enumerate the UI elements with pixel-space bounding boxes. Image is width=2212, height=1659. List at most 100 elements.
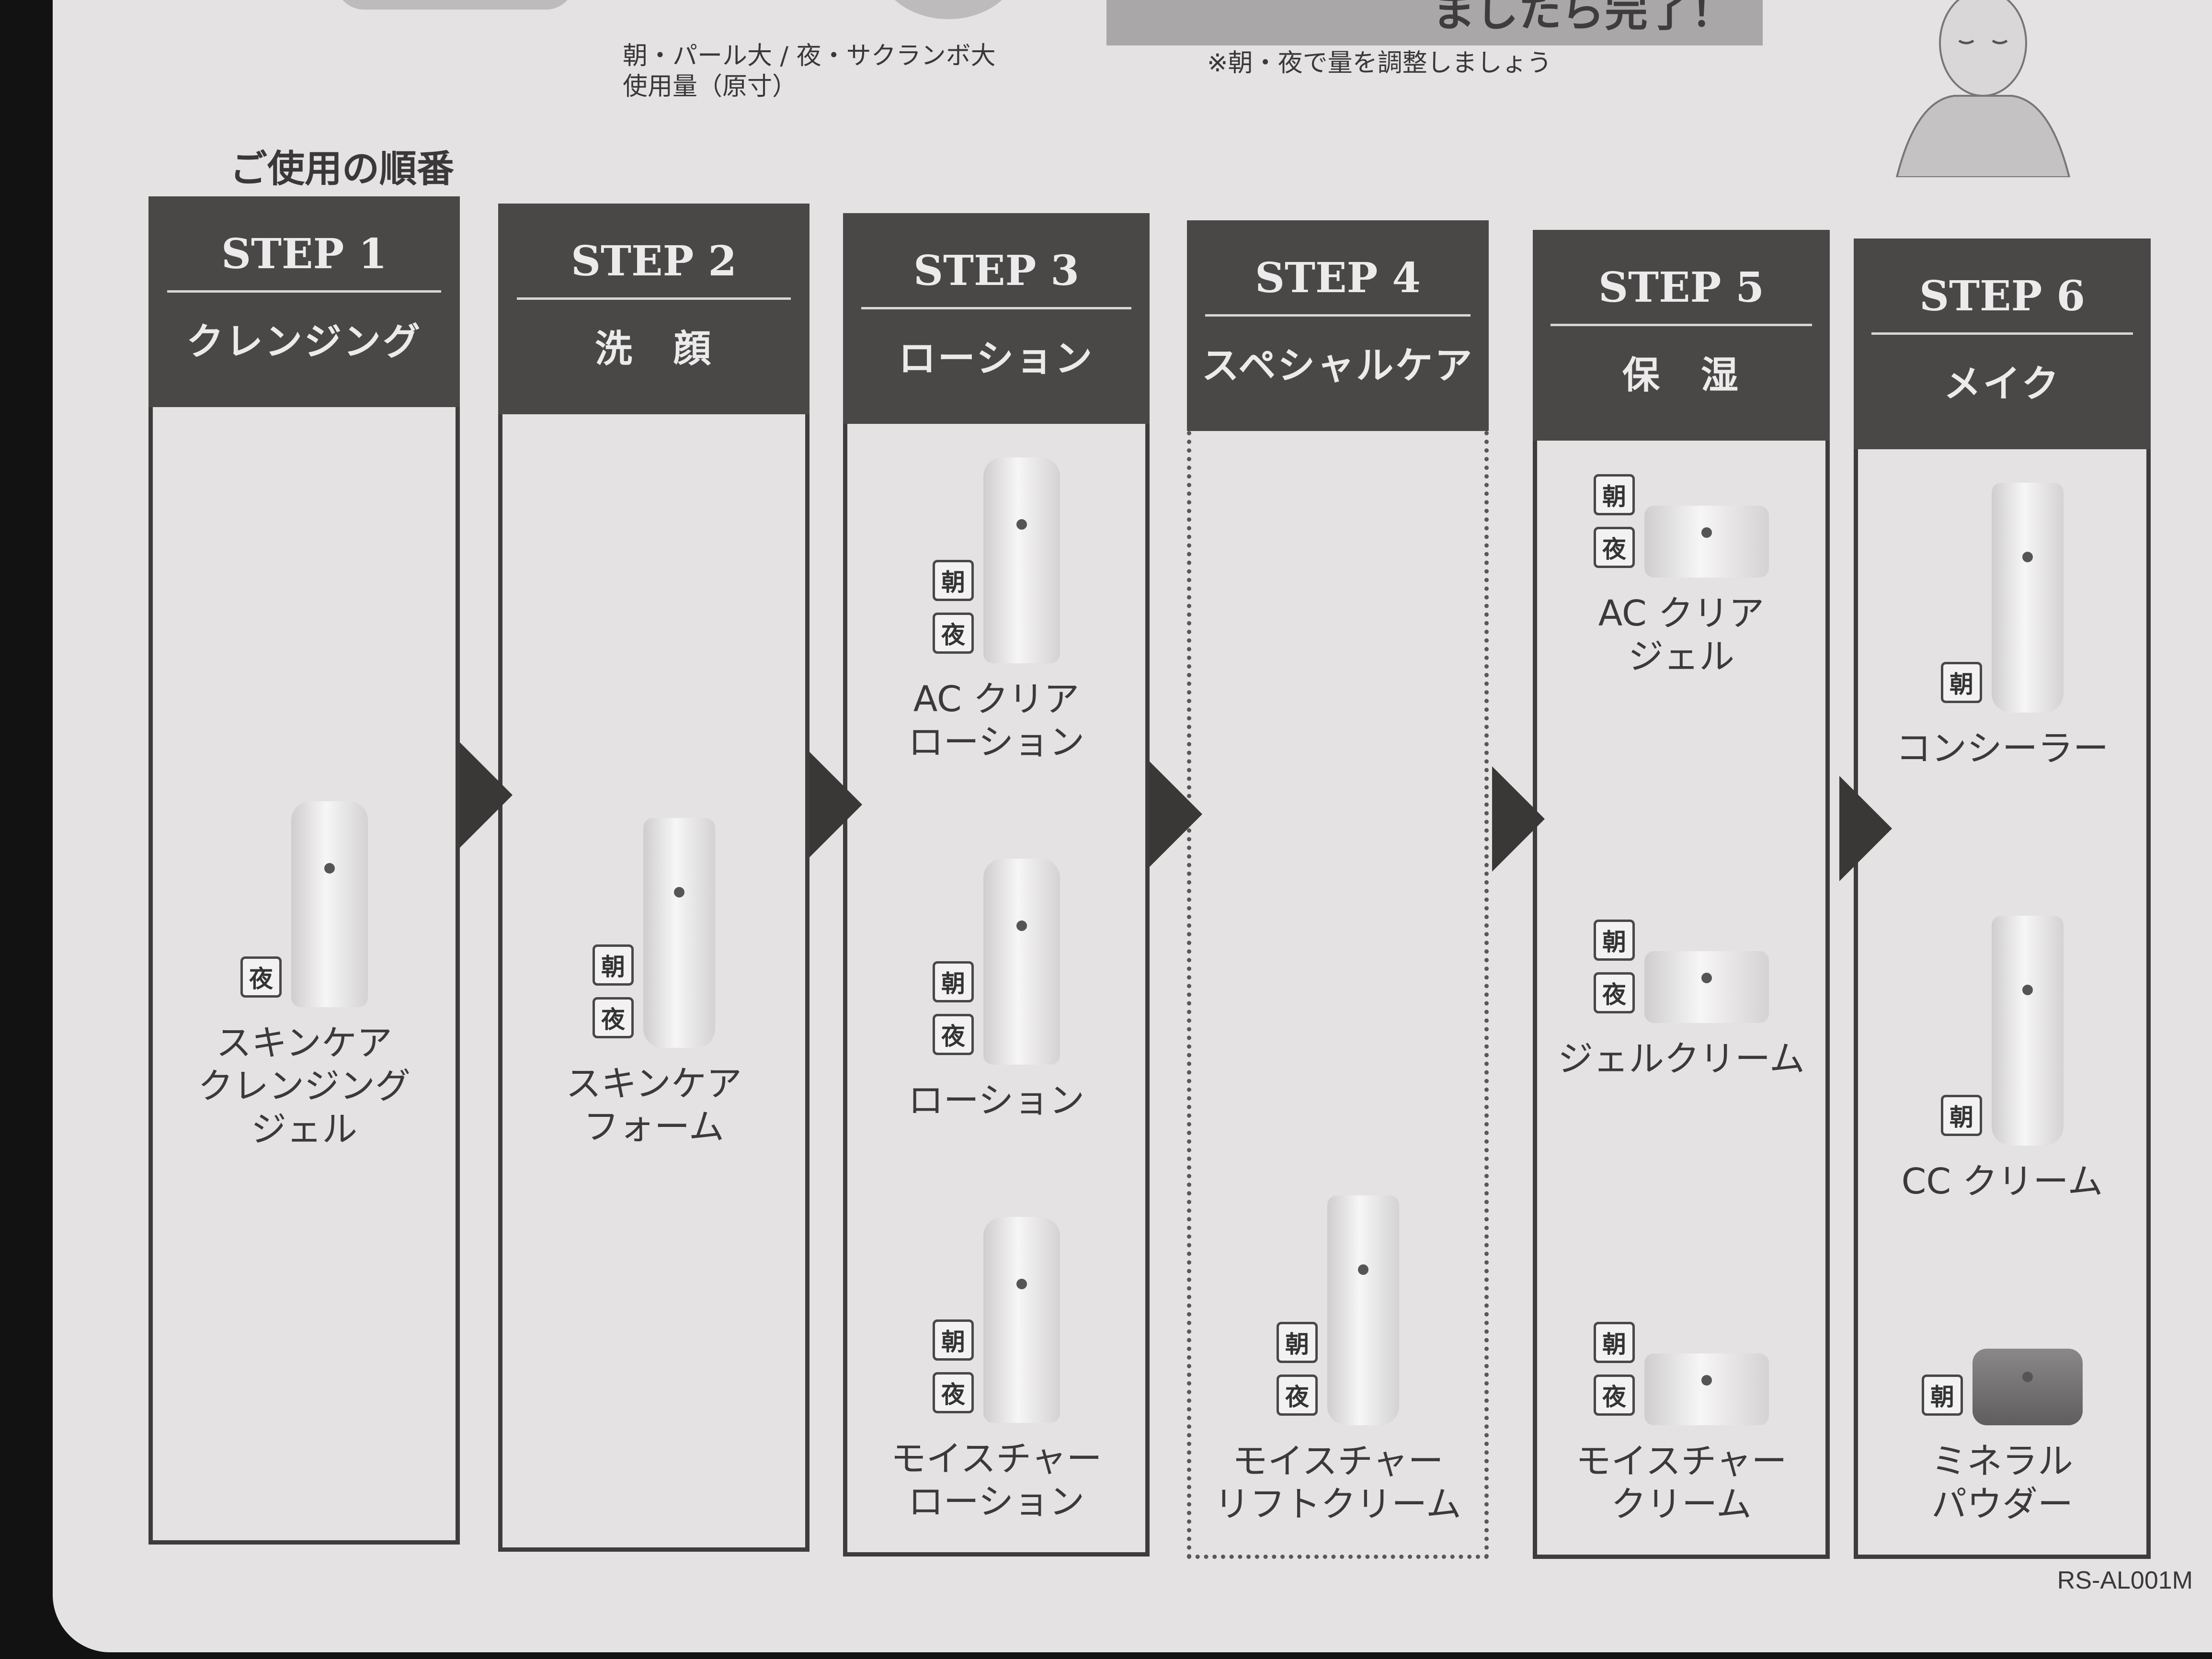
step-number: STEP 3 <box>913 247 1080 295</box>
night-badge: 夜 <box>593 997 634 1038</box>
time-badges: 朝夜 <box>933 560 974 654</box>
step-header: STEP 5 保 湿 <box>1533 230 1830 441</box>
step-body: 朝夜 スキンケア フォーム <box>498 414 810 1552</box>
step-label: 洗 顔 <box>594 327 713 371</box>
step-header: STEP 1 クレンジング <box>148 196 460 407</box>
step-number: STEP 1 <box>221 230 388 278</box>
morning-badge: 朝 <box>933 560 974 601</box>
product-item: 朝 コンシーラー <box>1896 483 2109 770</box>
divider <box>1551 324 1812 326</box>
step-label: ローション <box>898 337 1095 380</box>
time-badges: 朝夜 <box>1594 920 1635 1013</box>
product-name: CC クリーム <box>1901 1161 2103 1202</box>
product-item: 朝夜 ローション <box>908 859 1085 1122</box>
product-visual: 朝夜 <box>1593 1322 1769 1425</box>
product-item: 朝夜 モイスチャー クリーム <box>1575 1322 1787 1526</box>
morning-badge: 朝 <box>1922 1375 1963 1416</box>
divider <box>517 297 791 300</box>
product-bottle-image <box>291 801 368 1007</box>
product-visual: 朝 <box>1922 1349 2083 1425</box>
step-body: 夜 スキンケア クレンジング ジェル <box>148 407 460 1545</box>
product-item: 朝夜 モイスチャー ローション <box>890 1217 1102 1523</box>
morning-badge: 朝 <box>933 961 974 1002</box>
product-name: ミネラル パウダー <box>1931 1441 2073 1525</box>
time-badges: 朝夜 <box>932 1319 974 1413</box>
morning-badge: 朝 <box>1593 1322 1635 1363</box>
morning-badge: 朝 <box>1941 1095 1982 1136</box>
night-badge: 夜 <box>933 1014 974 1055</box>
product-jar-image <box>1644 506 1769 578</box>
product-bottle-image <box>983 859 1060 1065</box>
step-number: STEP 5 <box>1598 263 1765 312</box>
step-number: STEP 2 <box>570 237 737 285</box>
morning-badge: 朝 <box>1941 662 1982 703</box>
product-visual: 朝夜 <box>1594 920 1769 1023</box>
step-header: STEP 2 洗 顔 <box>498 204 810 414</box>
night-badge: 夜 <box>1594 527 1635 568</box>
product-visual: 朝夜 <box>1277 1195 1399 1425</box>
product-visual: 朝 <box>1941 916 2064 1146</box>
arrow-icon <box>1150 761 1202 867</box>
product-item: 朝 ミネラル パウダー <box>1922 1349 2083 1526</box>
night-badge: 夜 <box>1593 1375 1635 1416</box>
time-badges: 朝夜 <box>1594 474 1635 568</box>
step-header: STEP 6 メイク <box>1854 239 2151 449</box>
time-badges: 朝夜 <box>1593 1322 1635 1416</box>
arrow-icon <box>460 742 513 848</box>
product-visual: 朝夜 <box>933 859 1060 1065</box>
product-name: スキンケア フォーム <box>566 1063 742 1148</box>
instruction-banner: ましたら完了！ <box>1106 0 1763 45</box>
morning-badge: 朝 <box>1594 474 1635 515</box>
step-column: STEP 6 メイク 朝 コンシーラー朝 CC クリーム朝 ミネラル パウダー <box>1854 239 2151 1559</box>
product-item: 朝夜 モイスチャー リフトクリーム <box>1214 1195 1461 1526</box>
product-visual: 朝夜 <box>932 1217 1060 1423</box>
morning-badge: 朝 <box>593 944 634 986</box>
step-body: 朝夜 AC クリア ジェル朝夜 ジェルクリーム朝夜 モイスチャー クリーム <box>1533 441 1830 1559</box>
product-name: AC クリア ジェル <box>1598 593 1765 677</box>
product-name: AC クリア ローション <box>908 679 1085 763</box>
adjust-note: ※朝・夜で量を調整しましょう <box>1207 49 1552 78</box>
divider <box>861 307 1131 309</box>
step-label: 保 湿 <box>1622 353 1740 397</box>
step-label: メイク <box>1943 362 2061 406</box>
morning-badge: 朝 <box>1594 920 1635 961</box>
night-badge: 夜 <box>933 613 974 654</box>
usage-note-line2: 使用量（原寸） <box>623 72 798 101</box>
step-label: スペシャルケア <box>1201 344 1474 387</box>
time-badges: 朝夜 <box>933 961 974 1055</box>
product-jar-image <box>1644 1353 1769 1425</box>
product-powder-image <box>1973 1349 2083 1425</box>
product-sample-image <box>335 0 575 10</box>
product-visual: 朝 <box>1941 483 2064 713</box>
divider <box>167 290 441 293</box>
step-label: クレンジング <box>186 320 422 364</box>
step-column: STEP 4 スペシャルケア 朝夜 モイスチャー リフトクリーム <box>1187 220 1489 1559</box>
step-column: STEP 1 クレンジング 夜 スキンケア クレンジング ジェル <box>148 196 460 1545</box>
step-header: STEP 4 スペシャルケア <box>1187 220 1489 431</box>
product-tube-image <box>1327 1195 1399 1425</box>
product-bottle-image <box>983 1217 1060 1423</box>
product-jar-image <box>1644 951 1769 1023</box>
night-badge: 夜 <box>932 1372 974 1413</box>
night-badge: 夜 <box>240 956 282 998</box>
time-badges: 夜 <box>240 956 282 998</box>
product-visual: 朝夜 <box>593 818 715 1048</box>
divider <box>1205 314 1471 317</box>
step-number: STEP 6 <box>1919 272 2086 320</box>
product-item: 朝夜 スキンケア フォーム <box>566 818 742 1148</box>
step-body: 朝 コンシーラー朝 CC クリーム朝 ミネラル パウダー <box>1854 449 2151 1559</box>
time-badges: 朝夜 <box>593 944 634 1038</box>
product-visual: 朝夜 <box>1594 474 1769 578</box>
product-item: 夜 スキンケア クレンジング ジェル <box>198 801 410 1151</box>
step-column: STEP 2 洗 顔 朝夜 スキンケア フォーム <box>498 204 810 1552</box>
time-badges: 朝 <box>1922 1375 1963 1416</box>
product-item: 朝夜 AC クリア ジェル <box>1594 474 1769 678</box>
usage-amount-note: 朝・パール大 / 夜・サクランボ大 使用量（原寸） <box>623 41 996 102</box>
time-badges: 朝夜 <box>1277 1322 1318 1416</box>
product-name: ローション <box>908 1080 1085 1121</box>
product-name: ジェルクリーム <box>1558 1038 1805 1079</box>
product-bottle-image <box>983 457 1060 663</box>
morning-badge: 朝 <box>932 1319 974 1361</box>
night-badge: 夜 <box>1277 1375 1318 1416</box>
step-body: 朝夜 AC クリア ローション朝夜 ローション朝夜 モイスチャー ローション <box>843 424 1150 1557</box>
